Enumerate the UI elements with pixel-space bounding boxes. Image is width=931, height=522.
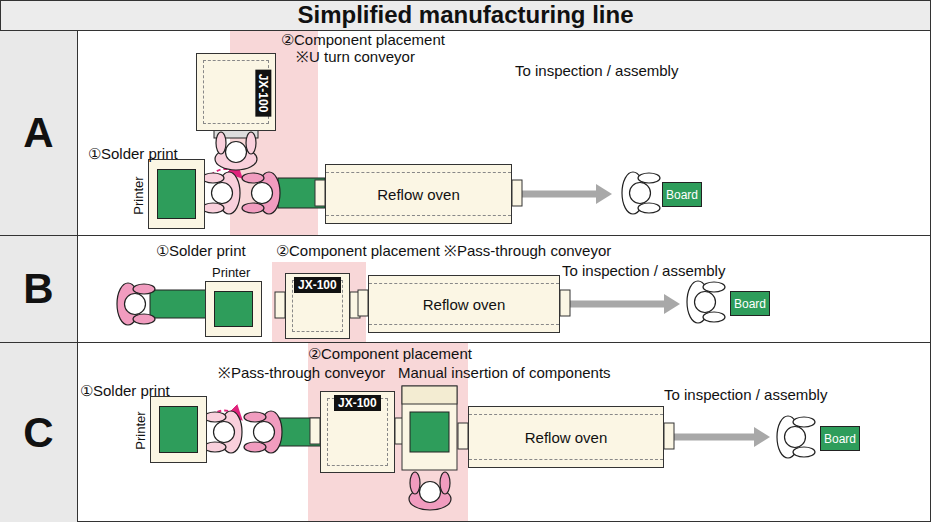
- arrow-shaft: [560, 301, 666, 308]
- step-label: Manual insertion of components: [398, 364, 611, 382]
- board-station: Board: [680, 278, 775, 328]
- row-c-illustration-part: [204, 411, 242, 453]
- edge-label: To inspection / assembly: [664, 386, 827, 404]
- row-c-illustration-part: [244, 411, 282, 453]
- row-a-illustration-part: [215, 132, 257, 170]
- edge-label: To inspection / assembly: [562, 262, 725, 280]
- edge-label: To inspection / assembly: [515, 62, 678, 80]
- board-label: Board: [730, 291, 770, 316]
- row-c-illustration-part: [402, 386, 457, 404]
- flow-arrow: [512, 184, 612, 204]
- arrow-shaft: [664, 434, 756, 441]
- solder-printer: Printer: [148, 159, 205, 229]
- board-station: Board: [770, 413, 862, 463]
- print-board: [214, 291, 253, 327]
- oven-label: Reflow oven: [423, 296, 506, 313]
- flow-arrow: [664, 427, 770, 447]
- step-label: ※Pass-through conveyor: [444, 242, 611, 260]
- row-b-illustration-part: [275, 292, 285, 318]
- row-letter: B: [0, 236, 78, 342]
- step-label: ※U turn conveyor: [296, 48, 415, 66]
- board-label: Board: [662, 182, 702, 207]
- step-label: ①Solder print: [80, 382, 170, 400]
- step-label: ②Component placement: [308, 345, 472, 363]
- step-label: ※Pass-through conveyor: [218, 364, 385, 382]
- print-board: [159, 406, 198, 453]
- row-c-illustration-part: [777, 416, 815, 458]
- step-label: ②Component placement: [281, 31, 445, 49]
- row-letter: A: [0, 31, 78, 235]
- row-c-illustration-part: [410, 412, 449, 452]
- process-row: A JX-100Printer Reflow oven Board: [0, 30, 931, 235]
- placement-machine: JX-100: [196, 53, 276, 131]
- printer-label: Printer: [133, 411, 148, 449]
- row-a-illustration-part: [242, 172, 280, 214]
- row-a-illustration-part: [315, 180, 325, 206]
- row-a-illustration-part: [622, 172, 660, 214]
- row-c-illustration-part: [458, 423, 468, 449]
- solder-printer: Printer: [205, 281, 262, 337]
- reflow-oven: Reflow oven: [468, 406, 664, 468]
- row-a-illustration-part: [278, 178, 325, 208]
- machine-model-tag: JX-100: [294, 277, 341, 293]
- arrow-head: [596, 184, 612, 204]
- machine-model-tag: JX-100: [255, 70, 271, 117]
- row-b-illustration-part: [117, 283, 155, 325]
- arrow-head: [664, 294, 680, 314]
- row-c-illustration-part: [278, 418, 322, 446]
- printer-label: Printer: [212, 265, 250, 280]
- board-station: Board: [612, 169, 708, 219]
- row-letter: C: [0, 343, 78, 522]
- row-c-illustration: [204, 386, 815, 510]
- printer-label: Printer: [131, 176, 146, 214]
- step-label: ②Component placement: [276, 242, 440, 260]
- row-c-illustration-part: [310, 418, 320, 444]
- flow-arrow: [560, 294, 680, 314]
- row-b-illustration-part: [358, 290, 368, 316]
- placement-machine: JX-100: [320, 391, 395, 473]
- oven-label: Reflow oven: [377, 186, 460, 203]
- placement-machine: JX-100: [285, 273, 350, 339]
- machine-model-tag: JX-100: [334, 395, 381, 411]
- reflow-oven: Reflow oven: [368, 275, 560, 333]
- row-c-illustration-part: [409, 472, 451, 510]
- highlight-bands-part: [272, 262, 366, 342]
- row-a-illustration-part: [512, 180, 522, 206]
- row-b-illustration-part: [560, 290, 570, 316]
- row-b-illustration-part: [687, 281, 725, 323]
- oven-label: Reflow oven: [525, 429, 608, 446]
- row-c-illustration-part: [402, 386, 457, 470]
- row-c-illustration-part: [664, 423, 674, 449]
- arrow-head: [754, 427, 770, 447]
- print-board: [157, 169, 196, 219]
- row-b-illustration-part: [150, 290, 206, 318]
- solder-printer: Printer: [150, 396, 207, 463]
- board-label: Board: [820, 426, 860, 451]
- title-text: Simplified manufacturing line: [0, 0, 931, 30]
- step-label: ①Solder print: [88, 145, 178, 163]
- arrow-shaft: [512, 191, 598, 198]
- row-a-illustration-part: [202, 172, 240, 214]
- step-label: ①Solder print: [156, 242, 246, 260]
- title-band: [0, 0, 931, 30]
- reflow-oven: Reflow oven: [325, 164, 512, 224]
